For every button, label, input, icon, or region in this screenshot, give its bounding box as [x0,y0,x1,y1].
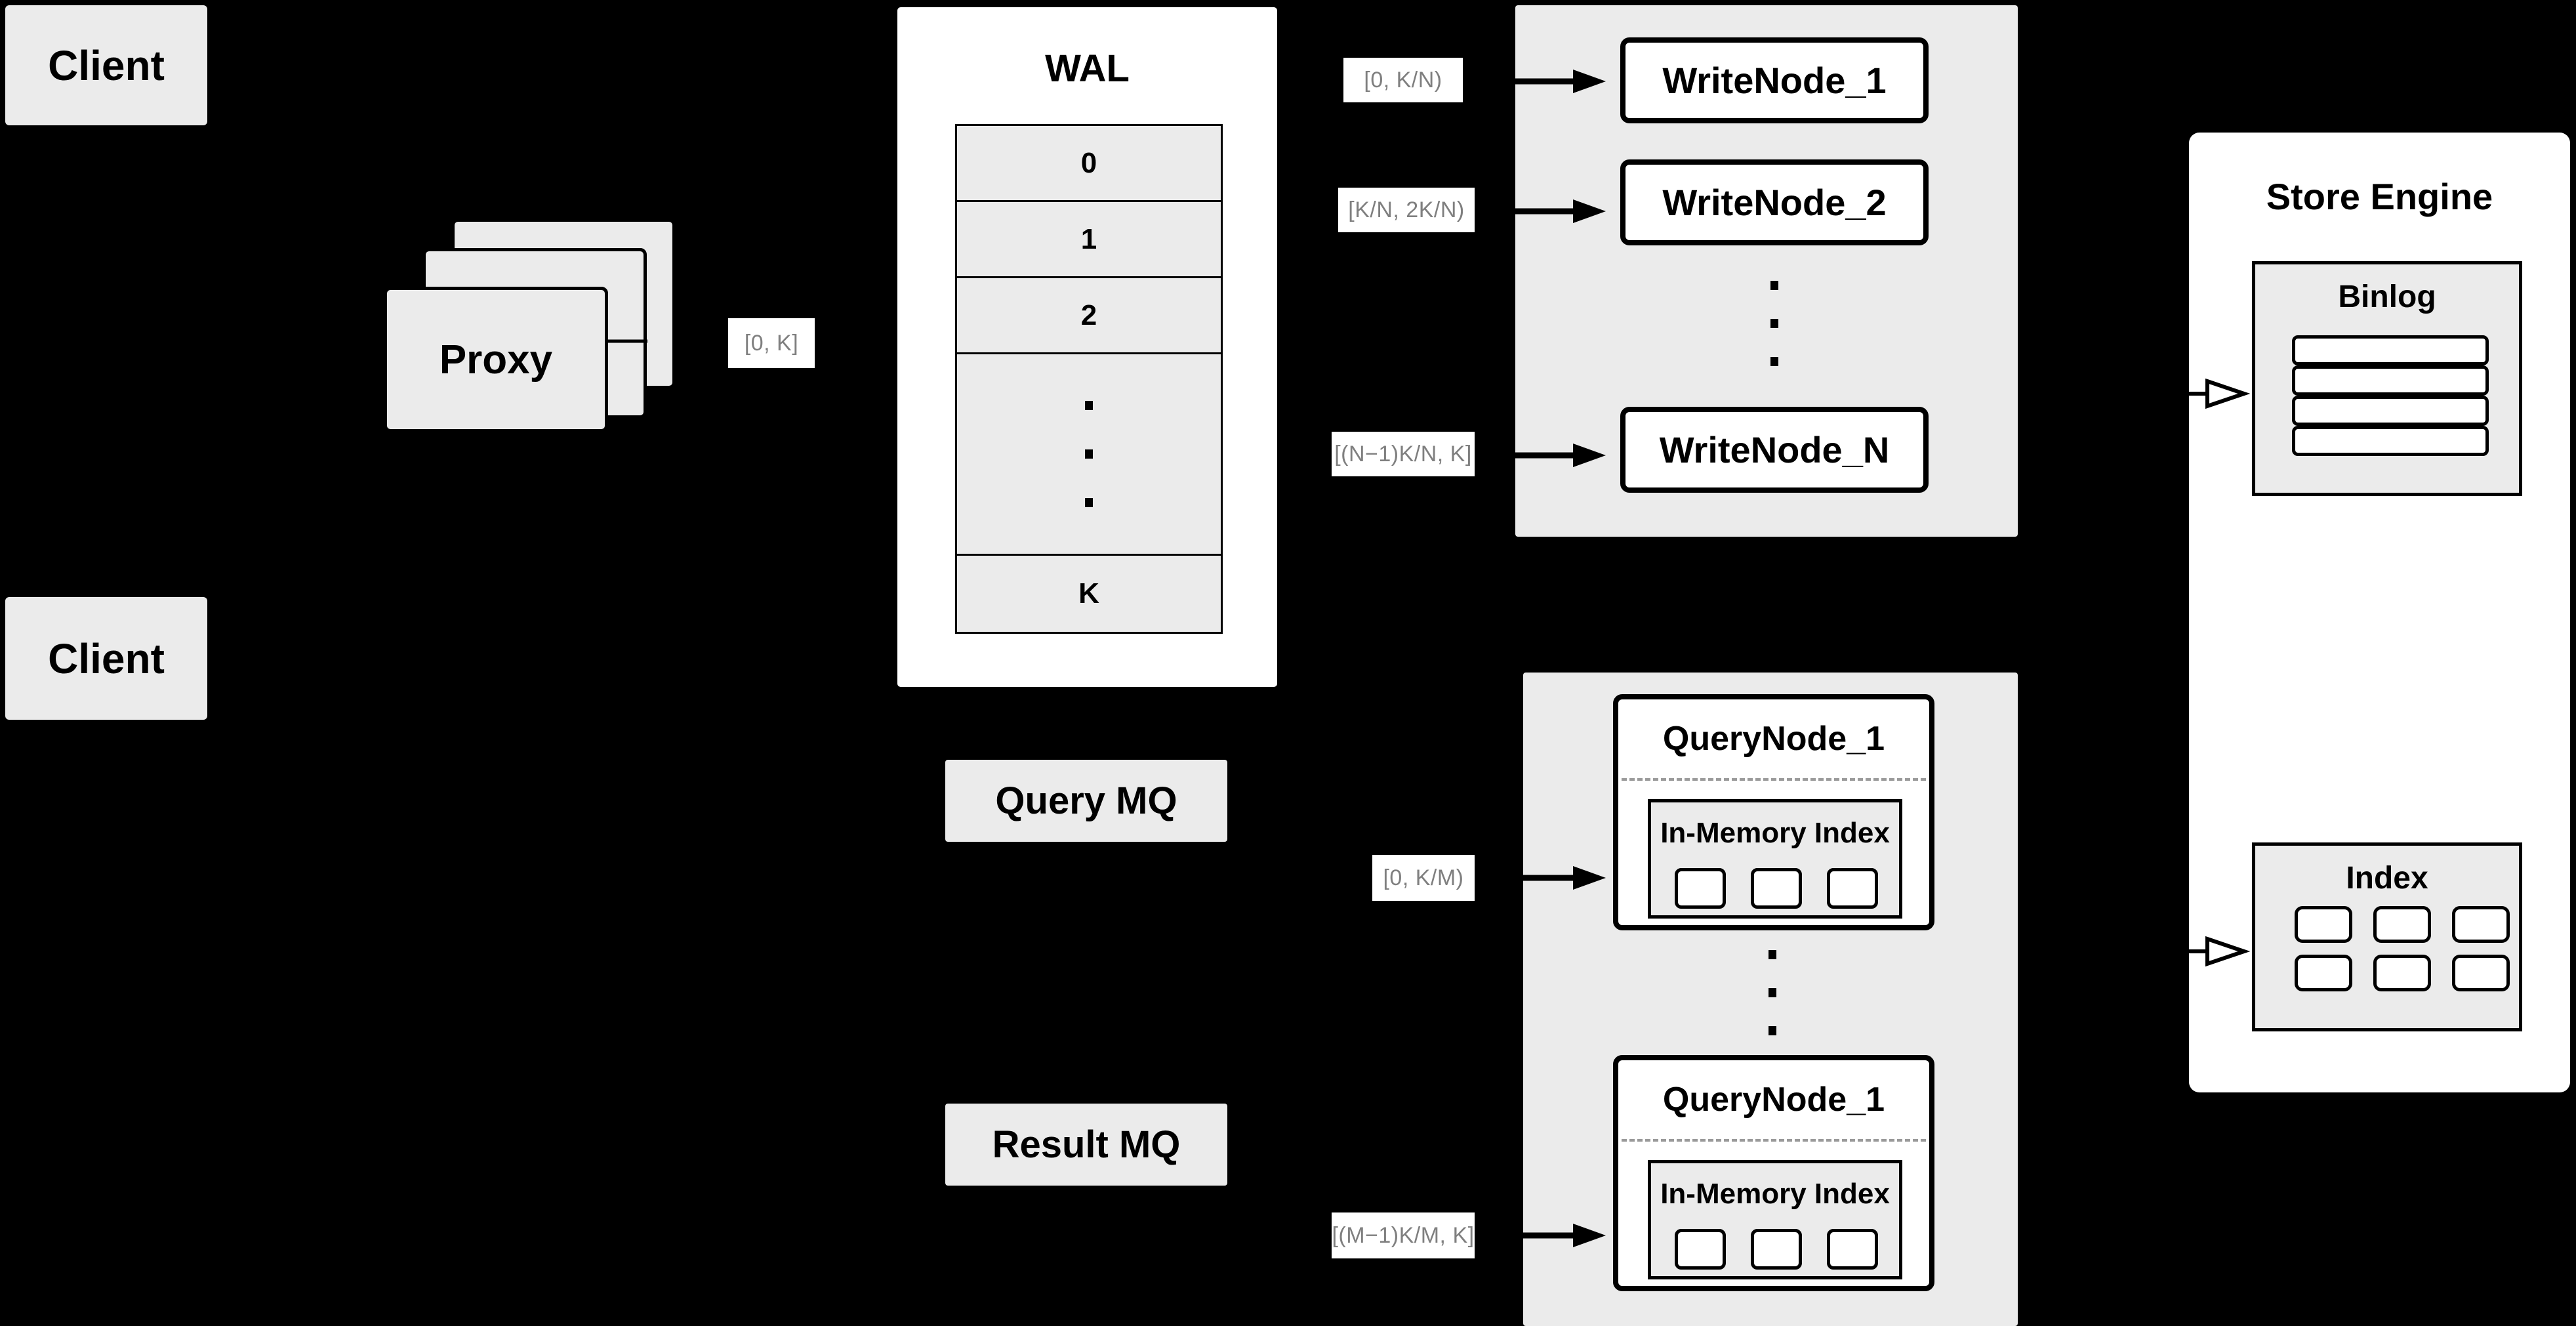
wal-row: 2 [957,278,1221,354]
ellipsis-dot [1085,449,1093,459]
client-label: Client [48,41,165,89]
in-memory-index-box: In-Memory Index [1648,1160,1902,1279]
wal-ellipsis-row [957,354,1221,556]
arrow-to-write-node-2 [1475,199,1606,223]
index-cell [2373,906,2431,943]
range-label-write-node-n: [(N−1)K/N, K] [1332,432,1475,476]
in-memory-index-title: In-Memory Index [1660,817,1890,849]
query-node-ellipsis [1766,950,1779,1035]
index-segment-chip [1675,868,1726,909]
query-node-1[interactable]: QueryNode_1 In-Memory Index [1613,694,1934,930]
query-mq-label: Query MQ [995,779,1177,822]
wal-row-last: K [957,556,1221,632]
ellipsis-dot [1770,281,1778,290]
write-node-label: WriteNode_N [1659,429,1890,470]
binlog-row [2292,335,2489,365]
ellipsis-dot [1768,988,1776,997]
proxy-to-wal-connector [608,339,647,343]
wal-row-value: 0 [1080,146,1097,179]
index-segment-chip [1751,868,1802,909]
arrow-to-binlog [2181,378,2251,409]
range-label-query-node-1: [0, K/M) [1372,855,1475,901]
in-memory-index-title: In-Memory Index [1660,1178,1890,1210]
wal-table: 0 1 2 K [955,124,1223,634]
ellipsis-dot [1770,319,1778,328]
arrow-to-query-node-m [1475,1224,1606,1247]
range-label-write-node-1: [0, K/N) [1343,58,1463,102]
binlog-row [2292,365,2489,396]
range-label-text: [0, K/M) [1383,865,1464,890]
index-cell [2452,955,2510,991]
ellipsis-dot [1770,357,1778,366]
range-label-text: [K/N, 2K/N) [1348,197,1465,222]
query-node-title: QueryNode_1 [1662,720,1885,758]
proxy-card-front[interactable]: Proxy [384,287,608,432]
index-segment-chip [1827,1229,1878,1270]
write-node-ellipsis [1768,281,1781,366]
query-node-separator [1622,1139,1926,1142]
proxy-label: Proxy [439,337,553,383]
index-segment-chip [1827,868,1878,909]
range-label-text: [(M−1)K/M, K] [1332,1222,1475,1248]
query-node-separator [1622,778,1926,781]
arrow-to-query-node-1 [1475,866,1606,890]
wal-row-value: K [1078,577,1099,610]
wal-panel: WAL 0 1 2 K [895,5,1279,689]
ellipsis-dot [1085,498,1093,507]
range-label-write-node-2: [K/N, 2K/N) [1338,188,1475,232]
range-label-text: [0, K] [744,330,799,356]
index-segment-chip [1751,1229,1802,1270]
index-cell [2295,955,2352,991]
arrow-to-index [2181,936,2251,967]
binlog-row [2292,396,2489,426]
result-mq-label: Result MQ [992,1123,1181,1166]
write-node-1[interactable]: WriteNode_1 [1620,37,1929,123]
ellipsis-dot [1085,401,1093,410]
query-mq-box: Query MQ [945,760,1227,842]
wal-row-value: 2 [1080,299,1097,331]
wal-row: 1 [957,202,1221,278]
query-node-title: QueryNode_1 [1662,1081,1885,1119]
in-memory-index-box: In-Memory Index [1648,799,1902,919]
range-label-query-node-m: [(M−1)K/M, K] [1332,1212,1475,1258]
range-label-text: [(N−1)K/N, K] [1334,441,1472,466]
store-engine-panel: Store Engine Binlog Index [2189,133,2570,1092]
binlog-title: Binlog [2338,280,2436,314]
write-node-label: WriteNode_2 [1662,182,1887,223]
store-engine-title: Store Engine [2266,176,2493,217]
write-node-2[interactable]: WriteNode_2 [1620,159,1929,245]
ellipsis-dot [1768,1026,1776,1035]
ellipsis-dot [1768,950,1776,959]
wal-row-value: 1 [1080,222,1097,255]
write-node-label: WriteNode_1 [1662,60,1887,101]
index-segment-chip [1675,1229,1726,1270]
range-label-proxy-to-wal: [0, K] [728,318,815,368]
range-label-text: [0, K/N) [1364,67,1442,93]
result-mq-box: Result MQ [945,1104,1227,1186]
wal-title: WAL [1045,47,1130,90]
query-node-m[interactable]: QueryNode_1 In-Memory Index [1613,1055,1934,1291]
arrow-to-write-node-1 [1475,70,1606,93]
index-box: Index [2252,842,2522,1031]
client-box-top: Client [5,5,207,125]
index-title: Index [2346,861,2428,896]
client-label: Client [48,634,165,682]
index-cell [2452,906,2510,943]
wal-row: 0 [957,126,1221,202]
index-cell [2373,955,2431,991]
client-box-bottom: Client [5,597,207,720]
binlog-row [2292,426,2489,456]
arrow-to-write-node-n [1475,444,1606,467]
write-node-n[interactable]: WriteNode_N [1620,407,1929,493]
binlog-box: Binlog [2252,261,2522,496]
index-cell [2295,906,2352,943]
